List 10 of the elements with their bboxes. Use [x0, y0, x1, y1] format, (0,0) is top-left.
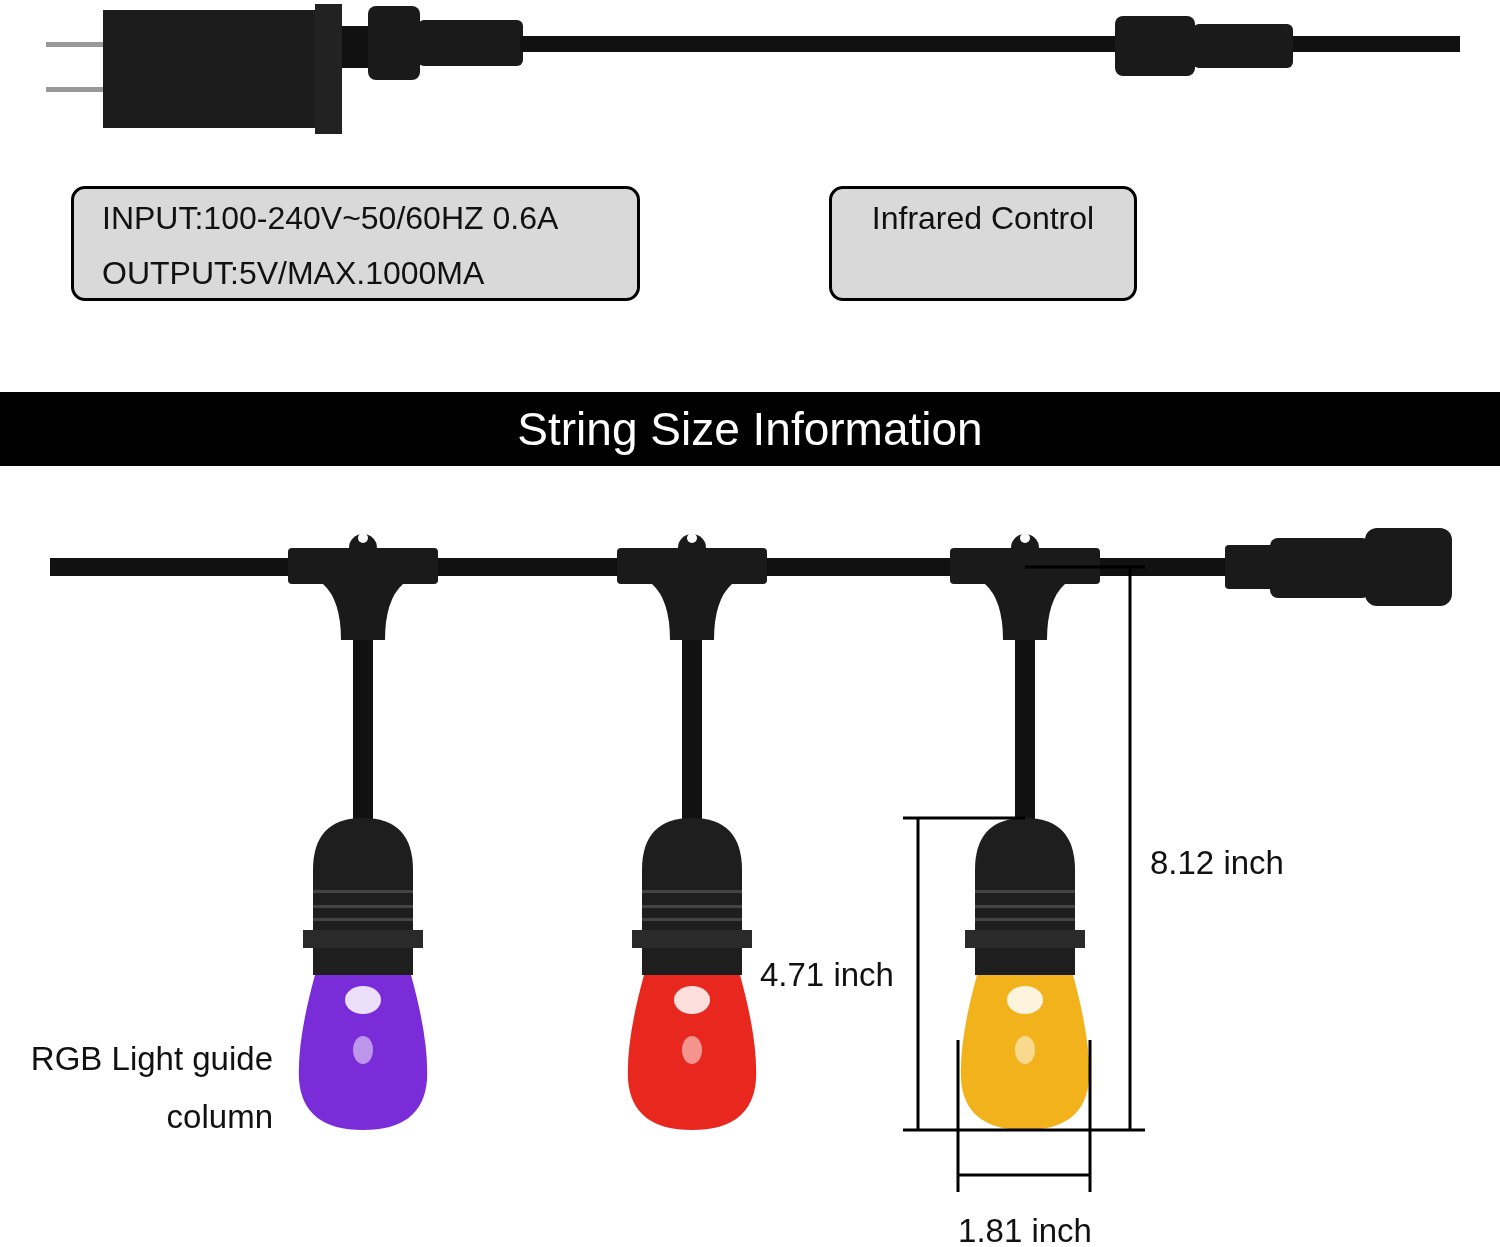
dimension-label: 1.81 inch	[957, 1211, 1093, 1247]
spec-text: OUTPUT:5V/MAX.1000MA	[102, 254, 485, 293]
section-banner: String Size Information	[0, 392, 1500, 466]
spec-text: INPUT:100-240V~50/60HZ 0.6A	[102, 199, 559, 238]
spec-panel	[829, 186, 1137, 301]
dimension-label: RGB Light guide column	[29, 1039, 273, 1137]
dimension-label: 8.12 inch	[1150, 843, 1285, 883]
spec-panel	[71, 186, 640, 301]
spec-text: Infrared Control	[871, 199, 1095, 238]
dimension-label: 4.71 inch	[760, 955, 895, 995]
